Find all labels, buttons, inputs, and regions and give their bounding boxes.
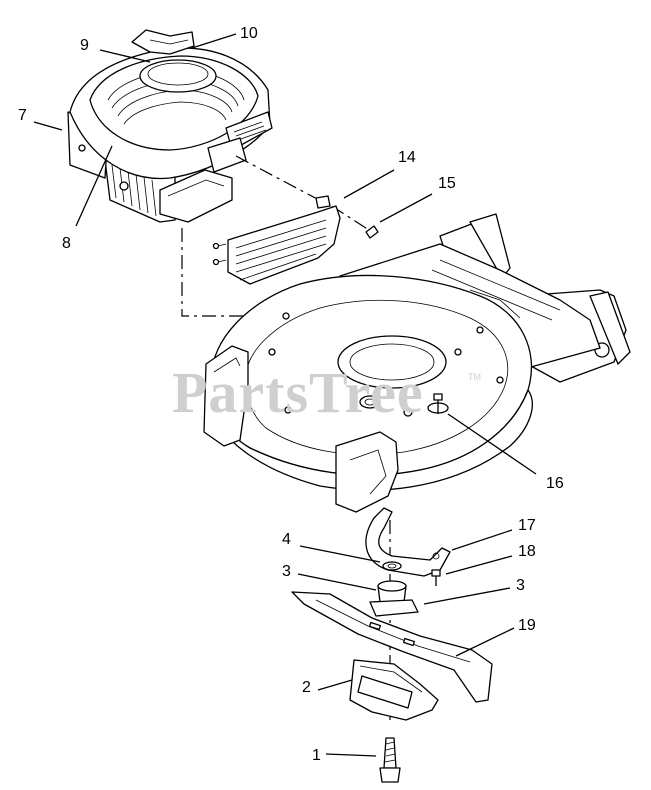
engine — [67, 29, 273, 223]
callout-18: 18 — [518, 543, 536, 560]
callout-19: 19 — [518, 617, 536, 634]
callout-15: 15 — [438, 175, 456, 192]
blade-adapter-bracket — [365, 507, 451, 577]
small-bolt — [431, 569, 441, 586]
blade-stiffener — [349, 659, 439, 721]
blade-bolt — [379, 737, 401, 783]
callout-10: 10 — [240, 25, 258, 42]
bolt — [427, 393, 449, 414]
callout-labels: 7 8 9 10 14 15 16 17 18 4 3 3 19 2 1 — [18, 25, 564, 764]
washer — [382, 561, 402, 571]
mower-deck — [203, 213, 631, 513]
screw — [365, 225, 379, 239]
blade-adapter — [369, 580, 419, 617]
callout-16: 16 — [546, 475, 564, 492]
watermark-tm: TM — [468, 372, 481, 382]
watermark: PartsTree TM — [172, 360, 481, 425]
deflector-shield — [212, 195, 341, 285]
callout-17: 17 — [518, 517, 536, 534]
callout-3-right: 3 — [516, 577, 525, 594]
mower-blade — [291, 591, 493, 703]
callout-14: 14 — [398, 149, 416, 166]
callout-3-left: 3 — [282, 563, 291, 580]
callout-1: 1 — [312, 747, 321, 764]
callout-8: 8 — [62, 235, 71, 252]
callout-4: 4 — [282, 531, 291, 548]
leader-lines — [33, 33, 537, 757]
callout-2: 2 — [302, 679, 311, 696]
callout-7: 7 — [18, 107, 27, 124]
callout-9: 9 — [80, 37, 89, 54]
watermark-text: PartsTree — [172, 360, 424, 425]
